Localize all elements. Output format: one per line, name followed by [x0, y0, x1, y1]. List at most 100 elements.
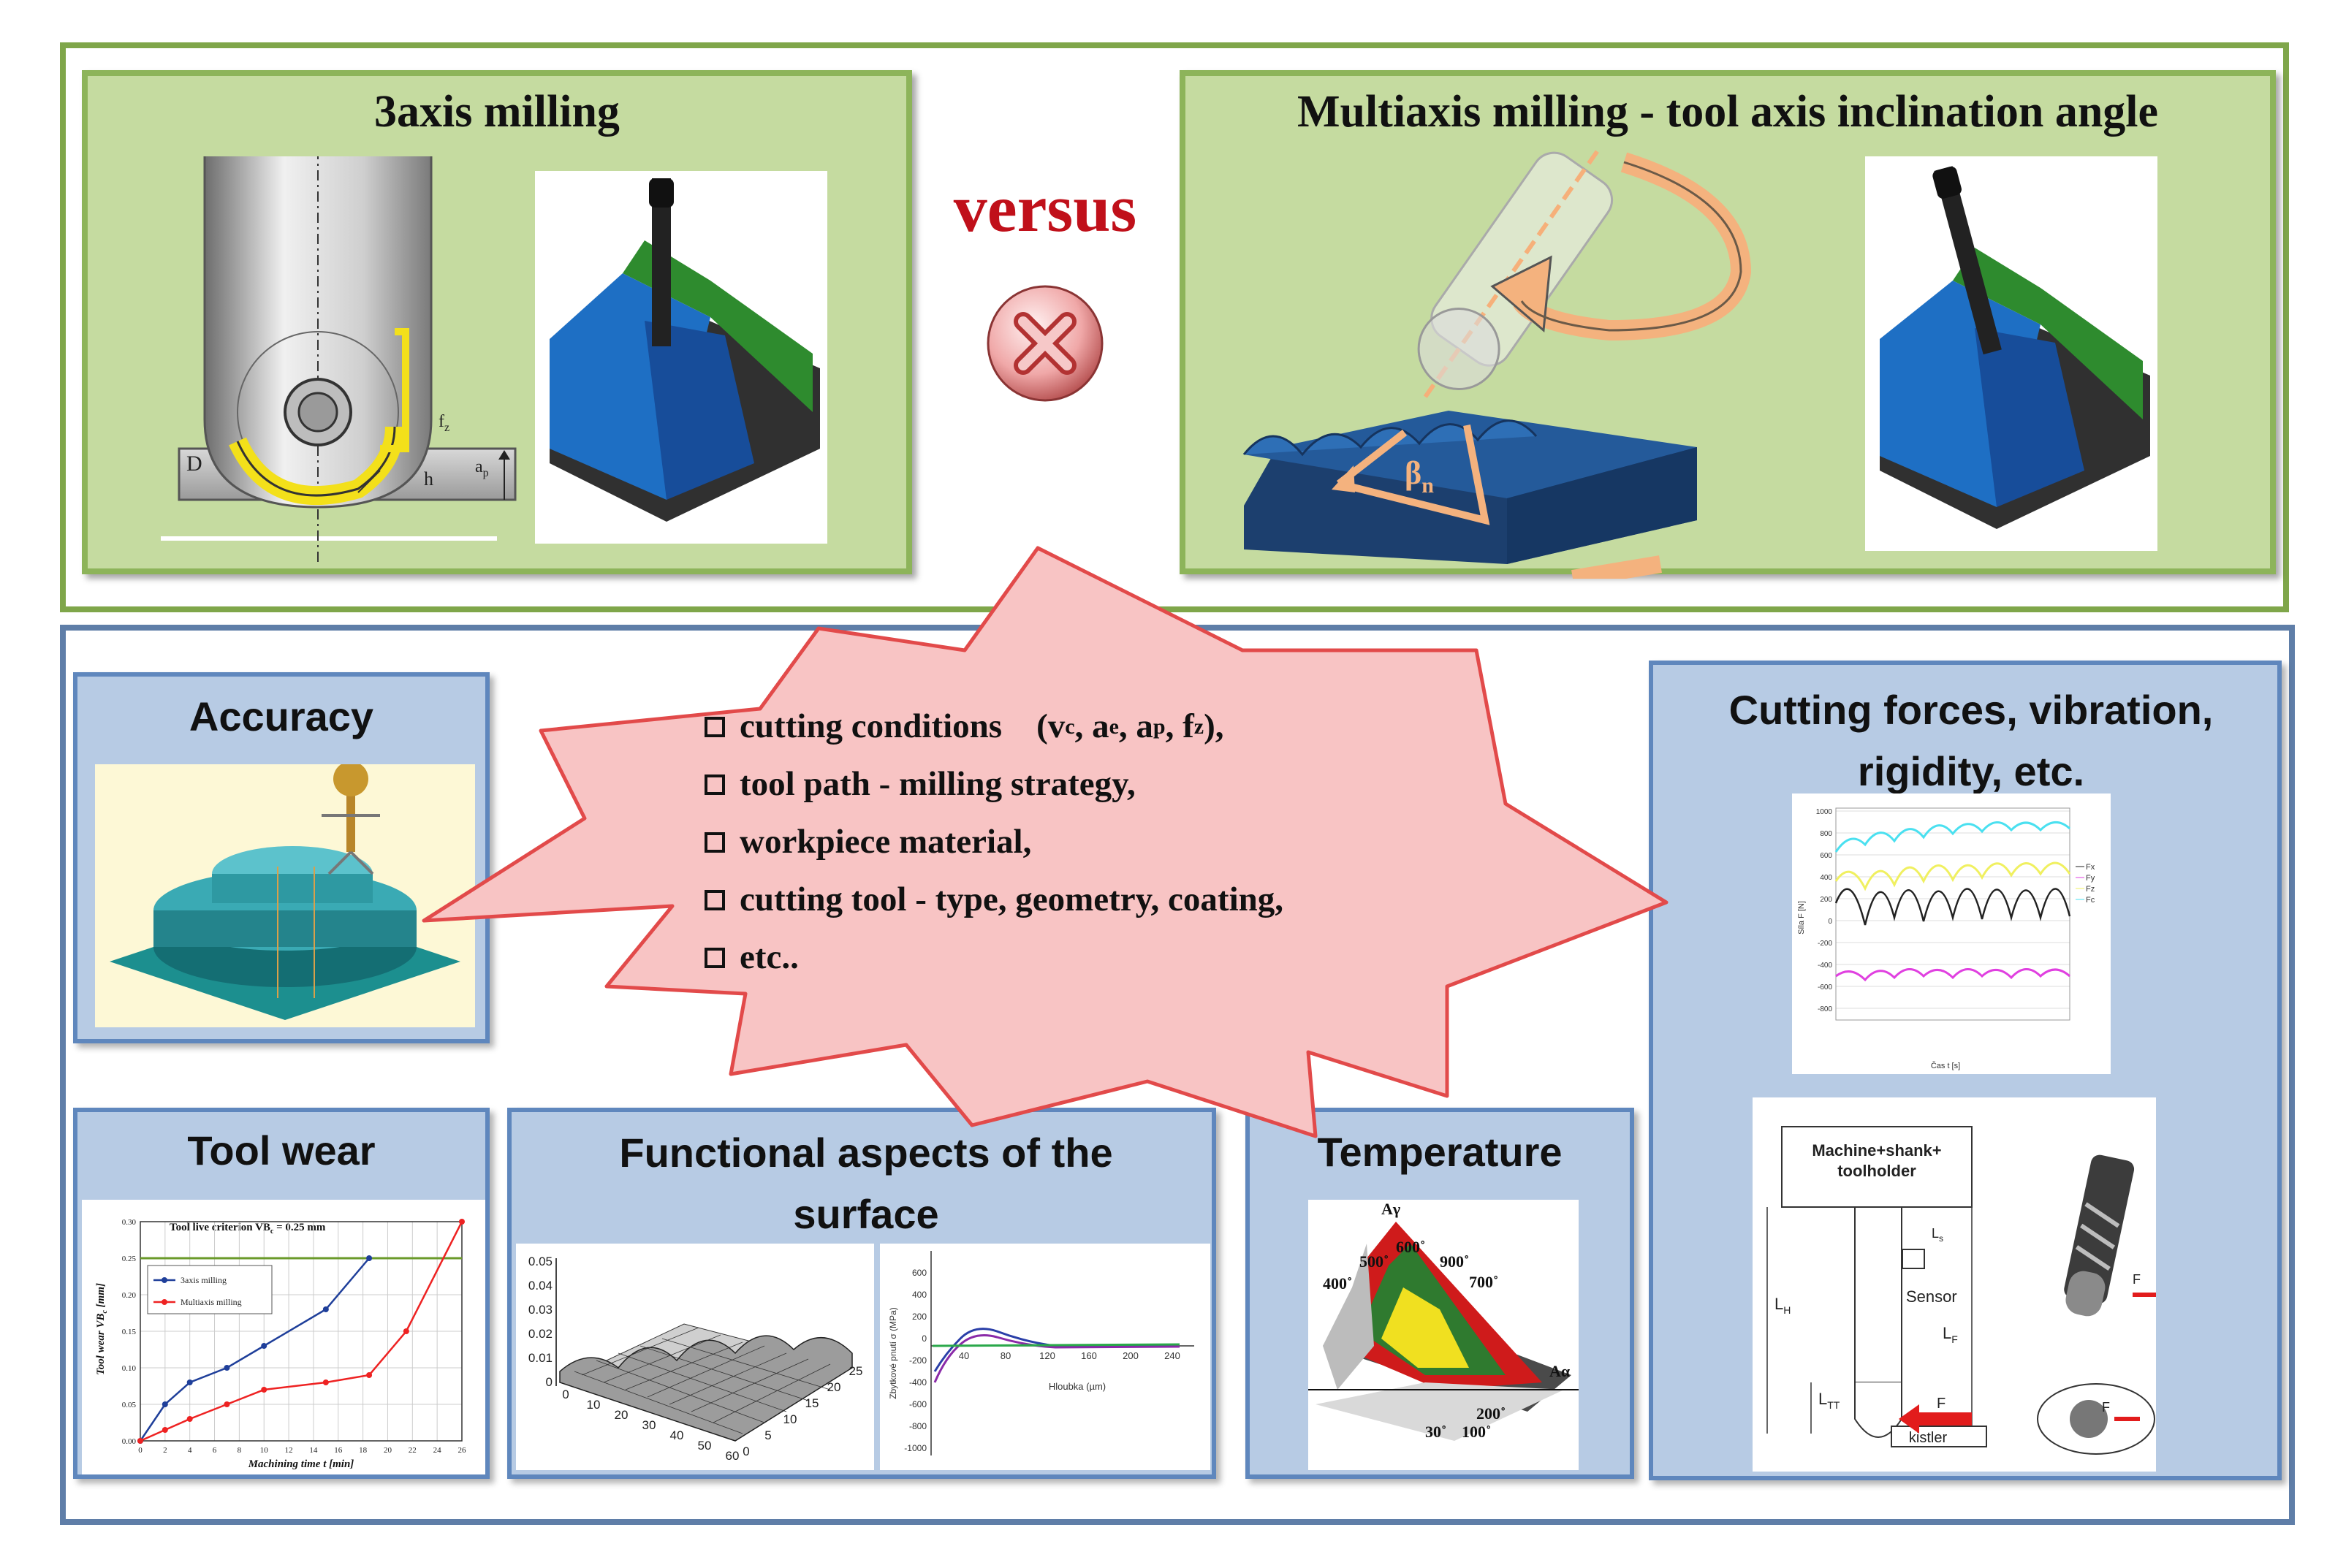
x-tick-label: 60 — [726, 1449, 740, 1463]
z-tick-label: 0.05 — [528, 1255, 553, 1268]
force-label-1: F — [1937, 1396, 1945, 1412]
3axis-milling-title: 3axis milling — [374, 87, 620, 137]
x-tick-label: 16 — [334, 1446, 343, 1455]
x-tick-label: 0 — [138, 1446, 143, 1455]
y-tick-label: -600 — [1818, 983, 1832, 992]
y-tick-label: 0.10 — [122, 1364, 137, 1373]
x-tick-label: 120 — [1039, 1350, 1055, 1361]
list-item-etc: etc.. — [705, 929, 1283, 986]
checkbox-icon — [705, 716, 725, 737]
list-item-tool-path: tool path - milling strategy, — [705, 756, 1283, 813]
x-tick-label: 40 — [670, 1428, 684, 1442]
z-tick-label: 0.03 — [528, 1303, 553, 1317]
x-tick-label: 240 — [1164, 1350, 1180, 1361]
x-tick-label: 10 — [260, 1446, 269, 1455]
y-tick-label: 1000 — [1816, 808, 1833, 816]
temperature-panel: Temperature Aγ 600˚ 500˚ 900˚ 700˚ 400˚ … — [1245, 1108, 1634, 1479]
temp-label-100: 100˚ — [1462, 1423, 1491, 1441]
y-tick-label: -600 — [909, 1399, 927, 1409]
tool-wear-chart-box: Tool live criterion VBc = 0.25 mm Tool w… — [82, 1200, 485, 1474]
rigidity-schematic-box: Machine+shank+ toolholder Sensor LH LF L… — [1753, 1097, 2162, 1472]
x-tick-label: 200 — [1123, 1350, 1139, 1361]
data-point — [224, 1365, 230, 1371]
multiaxis-cad-image — [1865, 156, 2157, 551]
x-tick-label: 50 — [698, 1439, 712, 1453]
accuracy-image — [95, 761, 475, 1027]
list-item-workpiece-material: workpiece material, — [705, 813, 1283, 871]
versus-label: versus — [953, 171, 1137, 246]
y-tick-label: 0 — [743, 1445, 749, 1458]
data-point — [459, 1219, 465, 1225]
force-label-3: F — [2133, 1272, 2141, 1287]
tool-wear-ylabel: Tool wear VBc [mm] — [95, 1283, 109, 1375]
forces-legend-0: Fx — [2086, 863, 2095, 872]
y-tick-label: 600 — [912, 1268, 927, 1278]
temp-label-400: 400˚ — [1323, 1274, 1352, 1293]
accuracy-title: Accuracy — [189, 693, 374, 739]
3axis-cad-image — [535, 171, 827, 544]
x-tick-label: 160 — [1081, 1350, 1097, 1361]
x-tick-label: 18 — [359, 1446, 368, 1455]
temp-label-500: 500˚ — [1359, 1252, 1389, 1271]
tool-wear-xlabel: Machining time t [min] — [248, 1458, 354, 1470]
y-tick-label: 0.05 — [122, 1401, 137, 1409]
y-tick-label: 800 — [1820, 830, 1832, 838]
data-point — [186, 1379, 193, 1385]
checkbox-icon — [705, 831, 725, 853]
temp-label-ag: Aγ — [1381, 1200, 1400, 1218]
x-tick-label: 20 — [615, 1408, 629, 1422]
z-tick-label: 0.04 — [528, 1279, 553, 1293]
lh-label: LH — [1774, 1295, 1791, 1316]
x-tick-label: 8 — [238, 1446, 242, 1455]
y-tick-label: 0.25 — [122, 1255, 137, 1263]
y-tick-label: 0 — [922, 1333, 927, 1344]
y-tick-label: -800 — [1818, 1005, 1832, 1013]
x-tick-label: 10 — [587, 1398, 601, 1412]
data-point — [403, 1328, 409, 1334]
x-tick-label: 14 — [309, 1446, 318, 1455]
tool-wear-title: Tool wear — [187, 1127, 376, 1173]
forces-ylabel: Síla F [N] — [1797, 901, 1806, 935]
temperature-image: Aγ 600˚ 500˚ 900˚ 700˚ 400˚ Aα 200˚ 30˚ … — [1308, 1200, 1579, 1470]
sensor-label: Sensor — [1906, 1287, 1957, 1306]
x-tick-label: 2 — [163, 1446, 167, 1455]
multiaxis-tool-schematic: βn — [1242, 150, 1752, 579]
y-tick-label: -800 — [909, 1421, 927, 1431]
temp-label-30: 30˚ — [1425, 1423, 1446, 1441]
tool-wear-chart: Tool live criterion VBc = 0.25 mm Tool w… — [82, 1200, 485, 1474]
y-tick-label: 600 — [1820, 852, 1832, 860]
y-tick-label: 5 — [764, 1428, 771, 1442]
x-tick-label: 4 — [188, 1446, 192, 1455]
data-point — [186, 1416, 193, 1422]
temp-label-200: 200˚ — [1476, 1404, 1506, 1423]
data-point — [137, 1438, 143, 1444]
data-point — [261, 1343, 267, 1349]
forces-xlabel: Čas t [s] — [1931, 1061, 1960, 1070]
x-tick-label: 30 — [642, 1418, 656, 1432]
y-tick-label: 25 — [849, 1364, 863, 1378]
h-label: h — [424, 468, 433, 490]
y-tick-label: 15 — [805, 1396, 819, 1410]
stress-xlabel: Hloubka (µm) — [1049, 1381, 1106, 1392]
data-point — [224, 1401, 230, 1407]
tool-life-criterion: Tool live criterion VBc = 0.25 mm — [170, 1222, 326, 1236]
forces-legend-1: Fy — [2086, 874, 2095, 883]
functional-aspects-title: Functional aspects of the surface — [619, 1130, 1113, 1237]
checkbox-icon — [705, 889, 725, 910]
data-point — [162, 1427, 168, 1433]
ap-label: ap — [475, 457, 489, 479]
temp-label-900: 900˚ — [1440, 1252, 1469, 1271]
lf-label: LF — [1943, 1324, 1958, 1345]
influence-factors-star — [422, 546, 1669, 1138]
stress-ylabel: Zbytkové pnutí σ (MPa) — [888, 1307, 898, 1398]
multiaxis-milling-panel: Multiaxis milling - tool axis inclinatio… — [1180, 70, 2276, 579]
temp-label-aa: Aα — [1549, 1362, 1571, 1380]
y-tick-label: 0 — [1828, 918, 1832, 926]
data-point — [366, 1255, 373, 1261]
cutting-forces-plot: Síla F [N] Čas t [s] 10008006004002000-2… — [1792, 793, 2111, 1074]
temp-label-700: 700˚ — [1469, 1273, 1498, 1291]
